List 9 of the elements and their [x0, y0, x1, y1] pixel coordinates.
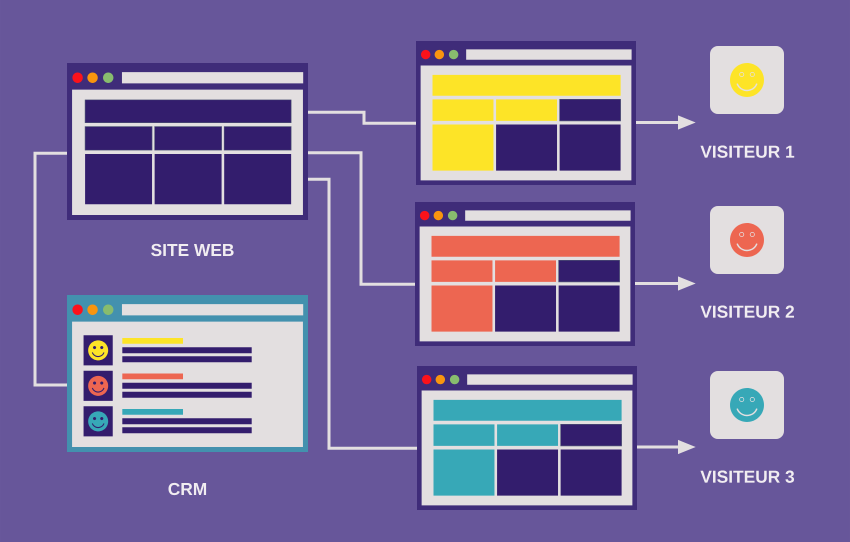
node-label: CRM: [168, 482, 206, 496]
node-label: VISITEUR 3: [700, 470, 794, 483]
connector-line: [308, 151, 415, 286]
node-label: VISITEUR 1: [700, 146, 794, 158]
connector-line: [34, 152, 67, 386]
connector-line: [308, 178, 417, 450]
node-label: VISITEUR 2: [700, 306, 794, 318]
connector-line: [308, 110, 416, 125]
node-label: SITE WEB: [151, 244, 234, 256]
